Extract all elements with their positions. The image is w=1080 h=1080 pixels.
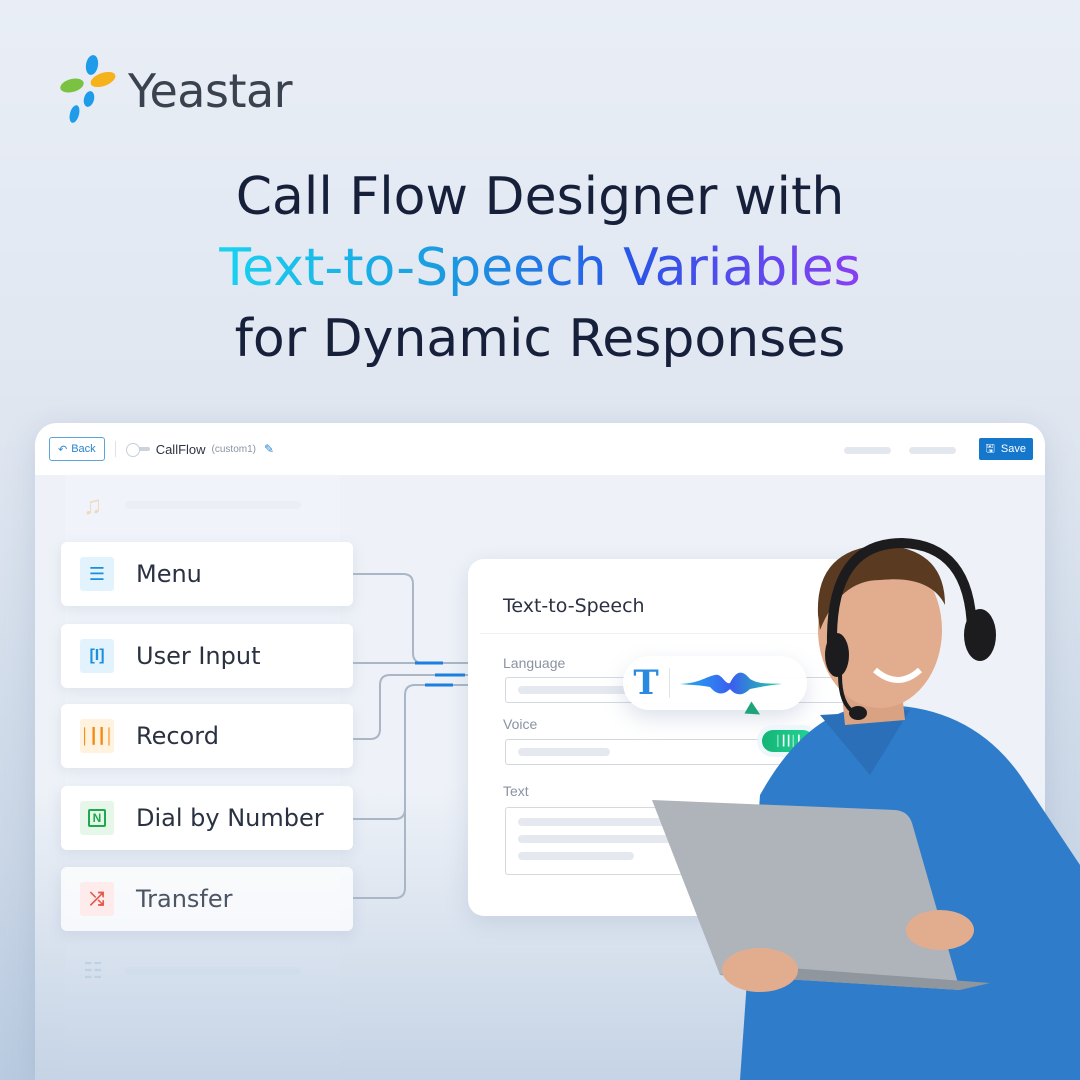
save-label: Save [1000,443,1026,455]
headline-line-3: for Dynamic Responses [234,309,846,369]
back-button[interactable]: ↶ Back [49,437,105,461]
audio-wave-icon: │┃┃│ [80,719,114,753]
toolbar-divider [114,441,116,457]
headline-line-2-highlight: Text-to-Speech Variables [219,238,861,298]
node-label: User Input [136,642,261,670]
flow-id: (custom1) [211,443,256,455]
palette-item-menu[interactable]: ☰ Menu [61,542,353,606]
music-note-icon: ♫ [83,489,103,520]
yeastar-logo: Yeastar [58,54,293,127]
floppy-disk-icon: 🖫 [985,442,995,455]
palette-item-record[interactable]: │┃┃│ Record [61,704,353,768]
palette-item-user-input[interactable]: [I] User Input [61,624,353,688]
palette-item-transfer[interactable]: ⤮ Transfer [61,867,353,931]
node-label: Record [136,722,219,750]
palette-item-play-sound[interactable]: ♫ [65,475,340,535]
node-label: Dial by Number [136,804,324,832]
n-chat-icon: N [80,801,114,835]
flow-tree-icon: ☷ [83,958,103,983]
toolbar-placeholder-1 [844,447,891,454]
language-label: Language [503,655,566,671]
agent-with-headset-photo [652,537,1080,1080]
undo-arrow-icon: ↶ [58,443,68,456]
headline: Call Flow Designer with Text-to-Speech V… [0,162,1080,375]
flow-name: CallFlow [155,441,206,457]
text-label: Text [503,783,529,799]
toolbar-placeholder-2 [909,447,956,454]
pencil-icon[interactable]: ✎ [263,442,275,456]
yeastar-logo-icon [58,54,120,127]
palette-item-dial-by-number[interactable]: N Dial by Number [61,786,353,850]
save-button[interactable]: 🖫 Save [978,438,1033,460]
list-icon: ☰ [80,557,114,591]
headline-line-1: Call Flow Designer with [235,167,845,227]
toolbar: ↶ Back CallFlow (custom1) ✎ 🖫 Save [35,423,1045,475]
panel-title: Text-to-Speech [503,595,645,617]
shuffle-icon: ⤮ [80,882,114,916]
node-label: Menu [136,560,202,588]
brand-name: Yeastar [128,64,293,118]
text-cursor-input-icon: [I] [80,639,114,673]
back-label: Back [71,443,96,455]
voice-label: Voice [503,716,538,732]
node-label: Transfer [136,885,233,913]
palette-item-flow[interactable]: ☷ [65,941,340,1001]
enable-toggle[interactable] [125,443,150,457]
